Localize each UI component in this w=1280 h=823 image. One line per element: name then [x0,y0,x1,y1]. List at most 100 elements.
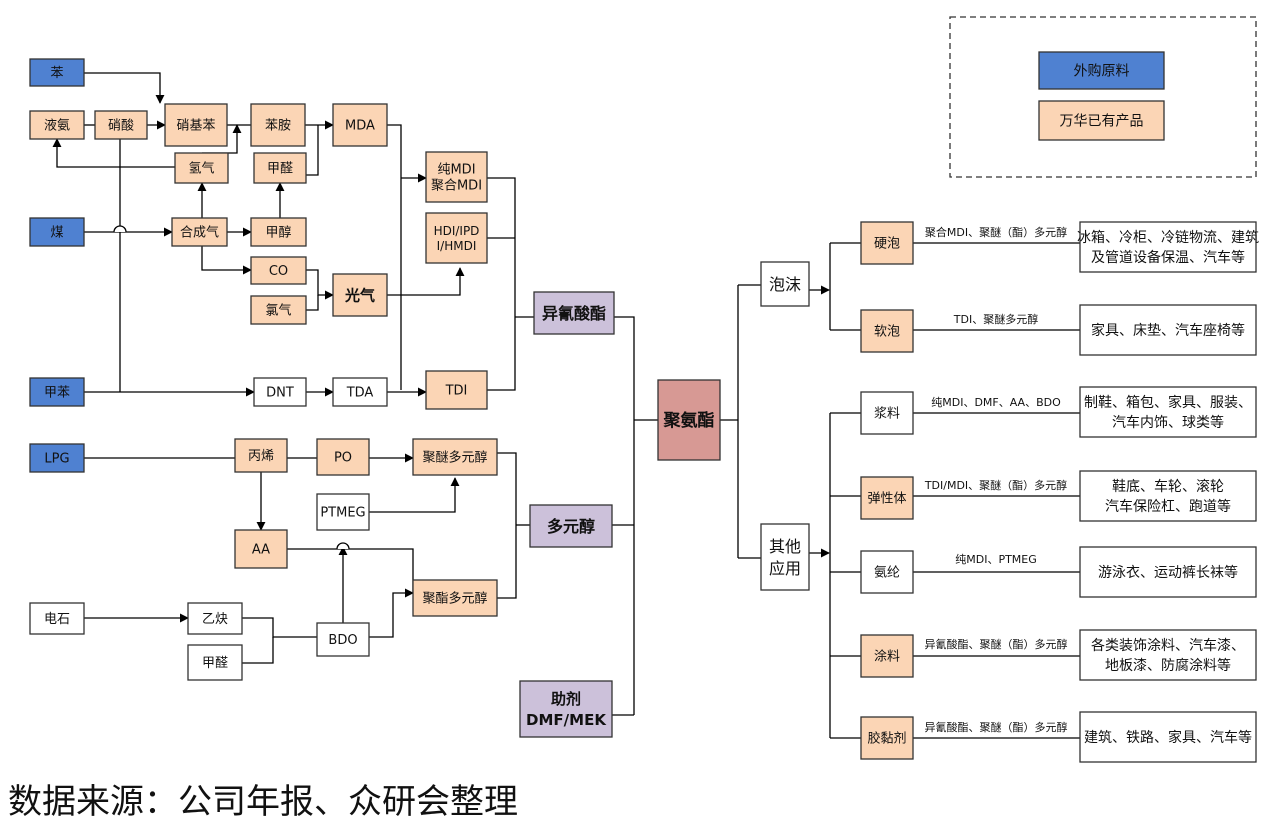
node-xiaojiben: 硝基苯 [164,103,228,147]
node-polyester: 聚酯多元醇 [412,579,498,617]
node-box [29,602,85,635]
node-box [29,217,85,247]
node-label: 液氨 [44,119,70,134]
node-jiaben: 甲苯 [29,377,85,407]
connector-line [242,617,317,638]
node-app-coating: 各类装饰涂料、汽车漆、地板漆、防腐涂料等 [1079,629,1257,681]
node-label: 甲醛 [202,655,228,671]
node-box [250,295,307,325]
node-box [860,391,914,435]
node-box [250,256,307,285]
node-label: BDO [328,633,357,648]
edge-label-coating: 异氰酸酯、聚醚（酯）多元醇 [925,637,1068,651]
node-aa: AA [234,529,288,569]
node-box [860,309,914,353]
node-label: 外购原料 [1074,64,1130,80]
node-label: AA [252,543,270,558]
node-box [425,151,488,203]
node-ben: 苯 [29,58,85,87]
node-box [860,476,914,520]
node-coating: 涂料 [860,634,914,678]
node-label: 冰箱、冷柜、冷链物流、建筑 [1077,230,1259,246]
node-box [760,261,810,307]
node-label: 聚合MDI [431,179,482,194]
node-box [94,110,148,140]
edge-label-spandex: 纯MDI、PTMEG [955,553,1037,566]
node-legend-purchased: 外购原料 [1038,51,1165,90]
line-jump [113,225,127,233]
node-app-spandex: 游泳衣、运动裤长袜等 [1079,546,1257,598]
edge-label-elastomer: TDI/MDI、聚醚（酯）多元醇 [924,478,1067,492]
node-box [1038,100,1165,141]
connector-line [242,637,274,664]
node-label: 各类装饰涂料、汽车漆、 [1091,637,1245,654]
node-label: 家具、床垫、汽车座椅等 [1091,322,1245,339]
edge-label-slurry: 纯MDI、DMF、AA、BDO [931,396,1061,409]
node-label: 多元醇 [547,517,595,536]
node-label: 胶黏剂 [867,731,906,747]
node-box [332,103,388,147]
node-label: 氢气 [188,161,214,177]
node-label: TDI [445,384,468,399]
node-label: 汽车内饰、球类等 [1112,414,1224,431]
node-label: 聚氨酯 [663,410,715,431]
node-label: 软泡 [874,325,900,340]
edge-label-soft: TDI、聚醚多元醇 [953,312,1038,326]
node-box [332,377,388,407]
node-label: 合成气 [180,225,219,241]
node-label: 万华已有产品 [1060,114,1144,130]
node-box [1079,304,1257,356]
node-box [234,438,288,473]
connector-line [614,316,635,715]
node-box [519,680,613,738]
node-box [29,110,85,140]
node-co: CO [250,256,307,285]
node-label: 氯气 [265,303,291,319]
node-label: MDA [345,119,375,134]
node-label: 聚酯多元醇 [422,591,487,607]
connector-line [369,588,414,638]
node-yean: 液氨 [29,110,85,140]
node-soft: 软泡 [860,309,914,353]
node-label: 弹性体 [867,492,906,507]
node-box [253,152,307,184]
node-box [1079,711,1257,763]
connector-line [287,548,414,593]
node-box [316,438,370,476]
node-box [316,493,370,531]
node-label: 丙烯 [248,449,274,464]
edge-label-adhesive: 异氰酸酯、聚醚（酯）多元醇 [925,720,1068,734]
node-box [174,152,229,184]
node-box [425,370,488,410]
legend [949,16,1257,178]
connector-line [369,477,460,513]
node-box [250,103,306,147]
node-box [412,438,498,476]
node-box [412,579,498,617]
node-label: HDI/IPD [434,224,480,238]
node-label: I/HMDI [437,239,477,253]
node-app-slurry: 制鞋、箱包、家具、服装、汽车内饰、球类等 [1079,386,1257,438]
edge-labels: 聚合MDI、聚醚（酯）多元醇TDI、聚醚多元醇纯MDI、DMF、AA、BDOTD… [924,225,1068,734]
node-ptmeg: PTMEG [316,493,370,531]
legend-frame [949,16,1257,178]
node-box [1079,386,1257,438]
node-label: TDA [346,386,374,401]
node-elastomer: 弹性体 [860,476,914,520]
node-box [1079,470,1257,522]
connector-line [306,295,319,311]
node-yique: 乙炔 [187,602,243,635]
connector-line [387,124,402,390]
node-box [29,377,85,407]
node-label: LPG [44,452,69,467]
node-spandex: 氨纶 [860,550,914,594]
node-box [533,291,615,335]
node-jiachun: 甲醇 [250,217,307,247]
node-box [171,217,228,247]
node-label: PO [334,451,352,466]
